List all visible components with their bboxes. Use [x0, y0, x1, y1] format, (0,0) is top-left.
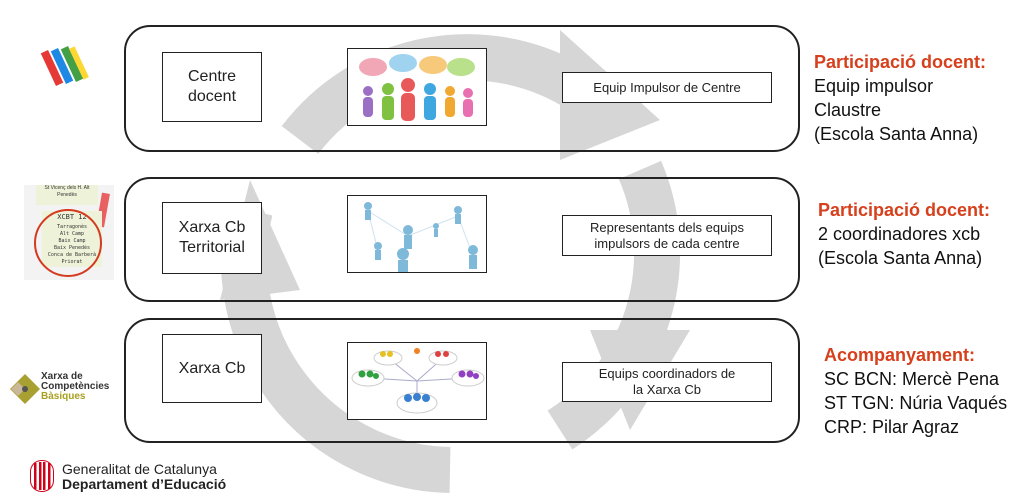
equip-impulsor-box: Equip Impulsor de Centre — [562, 72, 772, 103]
xarxa-cb-box: Xarxa Cb — [162, 334, 262, 403]
side-note-2: Participació docent: 2 coordinadores xcb… — [818, 198, 990, 270]
row-xarxa-territorial — [124, 177, 800, 302]
school-pencils-logo — [40, 45, 89, 87]
xcb-logo: Xarxa de Competències Bàsiques — [10, 372, 120, 406]
label: Representants dels equips impulsors de c… — [590, 219, 744, 251]
gencat-line1: Generalitat de Catalunya — [62, 461, 217, 477]
side-line: 2 coordinadores xcb — [818, 224, 981, 244]
side-title: Participació docent: — [818, 200, 991, 220]
label: Xarxa Cb — [178, 359, 246, 377]
side-note-3: Acompanyament: SC BCN: Mercè Pena ST TGN… — [824, 343, 1007, 439]
row-xarxa-cb — [124, 318, 800, 443]
xcb-line2: Competències — [41, 381, 110, 392]
side-line: CRP: Pilar Agraz — [824, 417, 960, 437]
side-note-1: Participació docent: Equip impulsor Clau… — [814, 50, 986, 146]
map-top-label: St Vicenç dels H. Alt Penedès — [36, 185, 98, 205]
teams-image — [347, 342, 487, 420]
equips-coordinadors-box: Equips coordinadors de la Xarxa Cb — [562, 362, 772, 402]
representants-box: Representants dels equips impulsors de c… — [562, 215, 772, 256]
centre-docent-box: Centre docent — [162, 52, 262, 122]
side-line: ST TGN: Núria Vaqués — [824, 393, 1008, 413]
row-centre-docent — [124, 25, 800, 152]
xcb-line1: Xarxa de — [41, 371, 83, 382]
side-line: (Escola Santa Anna) — [814, 124, 979, 144]
label: Xarxa Cb Territorial — [178, 219, 246, 256]
gencat-line2: Departament d’Educació — [62, 476, 227, 492]
senyera-icon — [30, 460, 54, 492]
people-speech-image — [347, 48, 487, 126]
xcb-line3: Bàsiques — [41, 391, 86, 402]
side-line: (Escola Santa Anna) — [818, 248, 983, 268]
label: Equip Impulsor de Centre — [593, 79, 741, 95]
side-title: Participació docent: — [814, 52, 987, 72]
side-line: Equip impulsor — [814, 76, 934, 96]
side-line: Claustre — [814, 100, 882, 120]
xcb-diamond-icon — [10, 374, 40, 404]
territorial-map-card: St Vicenç dels H. Alt Penedès XCBT 12 Ta… — [24, 185, 114, 280]
network-image — [347, 195, 487, 273]
label: Centre docent — [187, 68, 237, 105]
side-title: Acompanyament: — [824, 345, 976, 365]
side-line: SC BCN: Mercè Pena — [824, 369, 1000, 389]
xarxa-territorial-box: Xarxa Cb Territorial — [162, 202, 262, 274]
label: Equips coordinadors de la Xarxa Cb — [598, 366, 736, 397]
